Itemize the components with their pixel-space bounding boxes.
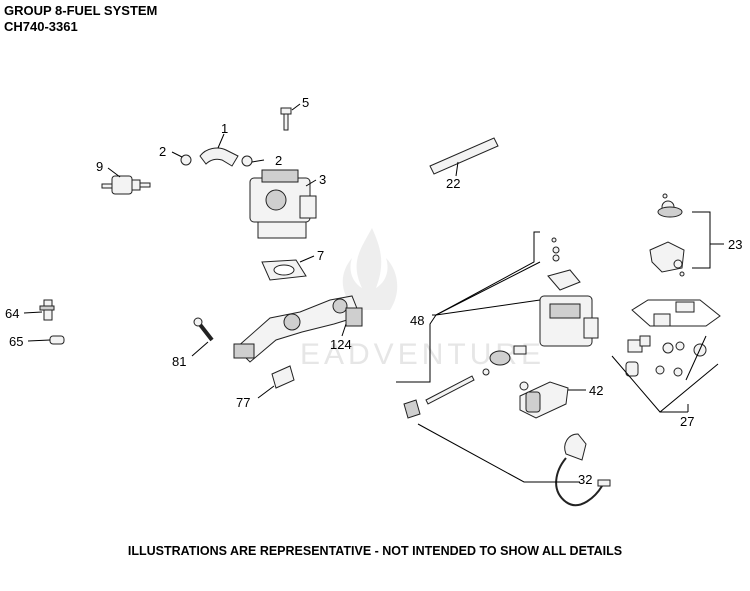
diagram-title: GROUP 8-FUEL SYSTEM xyxy=(4,3,158,18)
callout-22: 22 xyxy=(446,176,460,191)
callout-9: 9 xyxy=(96,159,103,174)
callout-124: 124 xyxy=(330,337,352,352)
carburetor-part-3[interactable] xyxy=(249,169,317,239)
carburetor-kit-part-48[interactable] xyxy=(403,237,599,419)
gasket-part-7[interactable] xyxy=(261,259,307,281)
callout-77: 77 xyxy=(236,395,250,410)
disclaimer-footer: ILLUSTRATIONS ARE REPRESENTATIVE - NOT I… xyxy=(127,544,623,558)
fuel-filter-part-9[interactable] xyxy=(101,175,151,195)
callout-3: 3 xyxy=(319,172,326,187)
pin-part-65[interactable] xyxy=(49,335,65,345)
model-number: CH740-3361 xyxy=(4,19,78,34)
fuel-valve-kit-part-27[interactable] xyxy=(625,299,721,377)
intake-manifold-part-124[interactable] xyxy=(233,295,363,363)
callout-2b: 2 xyxy=(275,153,282,168)
hose-clamp-part-2-right[interactable] xyxy=(241,155,253,167)
diaphragm-kit-part-23[interactable] xyxy=(649,193,685,277)
tube-part-22[interactable] xyxy=(429,137,499,175)
wire-harness-part-32[interactable] xyxy=(555,433,611,507)
solenoid-part-42[interactable] xyxy=(519,381,569,419)
callout-64: 64 xyxy=(5,306,19,321)
stud-part-81[interactable] xyxy=(193,317,214,342)
gasket-part-77[interactable] xyxy=(271,365,295,389)
callout-23: 23 xyxy=(728,237,742,252)
callout-27: 27 xyxy=(680,414,694,429)
watermark-logo xyxy=(342,228,398,310)
callout-5: 5 xyxy=(302,95,309,110)
fitting-part-64[interactable] xyxy=(39,299,55,321)
hose-clamp-part-2-left[interactable] xyxy=(180,154,192,166)
callout-32: 32 xyxy=(578,472,592,487)
callout-2a: 2 xyxy=(159,144,166,159)
callout-48: 48 xyxy=(410,313,424,328)
callout-7: 7 xyxy=(317,248,324,263)
callout-81: 81 xyxy=(172,354,186,369)
bolt-part-5[interactable] xyxy=(280,107,292,131)
fuel-hose-part-1[interactable] xyxy=(199,147,239,167)
callout-42: 42 xyxy=(589,383,603,398)
callout-1: 1 xyxy=(221,121,228,136)
callout-65: 65 xyxy=(9,334,23,349)
